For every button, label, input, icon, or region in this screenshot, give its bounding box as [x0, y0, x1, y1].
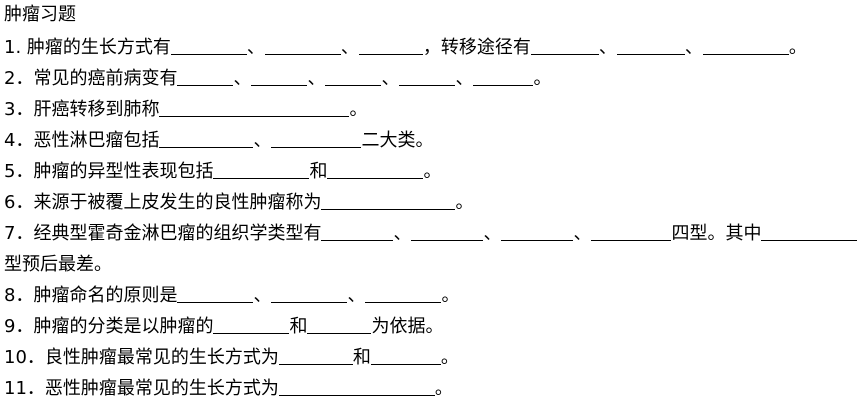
- q1-sep-3: 、: [598, 37, 617, 58]
- q2-blank-2[interactable]: [251, 67, 308, 86]
- question-1: 1. 肿瘤的生长方式有 、 、 ，转移途径有 、 、 。: [4, 32, 860, 63]
- worksheet-title: 肿瘤习题: [4, 4, 76, 25]
- question-2: 2．常见的癌前病变有 、 、 、 、 。: [4, 63, 860, 94]
- q8-blank-3[interactable]: [365, 284, 442, 303]
- q9-end: 为依据。: [371, 316, 444, 337]
- q10-and: 和: [352, 347, 371, 368]
- q4-end: 二大类。: [361, 130, 434, 151]
- q1-blank-3[interactable]: [358, 36, 423, 55]
- q7-blank-2[interactable]: [411, 222, 484, 241]
- q7-blank-5[interactable]: [761, 222, 858, 241]
- q11-text: 11．恶性肿瘤最常见的生长方式为: [4, 378, 279, 399]
- q1-blank-4[interactable]: [530, 36, 599, 55]
- q4-text: 4．恶性淋巴瘤包括: [4, 130, 160, 151]
- q5-blank-2[interactable]: [327, 160, 424, 179]
- question-7: 7．经典型霍奇金淋巴瘤的组织学类型有 、 、 、 四型。其中型预后最差。: [4, 218, 860, 280]
- q11-end: 。: [434, 378, 453, 399]
- q5-text: 5．肿瘤的异型性表现包括: [4, 161, 214, 182]
- q6-end: 。: [455, 192, 474, 213]
- question-4: 4．恶性淋巴瘤包括 、 二大类。: [4, 125, 860, 156]
- q7-sep-3: 、: [573, 223, 592, 244]
- question-6: 6．来源于被覆上皮发生的良性肿瘤称为 。: [4, 187, 860, 218]
- q1-blank-2[interactable]: [264, 36, 341, 55]
- q2-end: 。: [533, 68, 552, 89]
- q1-text: 1. 肿瘤的生长方式有: [4, 37, 171, 58]
- q2-sep-1: 、: [233, 68, 252, 89]
- q7-blank-3[interactable]: [501, 222, 574, 241]
- question-3: 3．肝癌转移到肺称 。: [4, 94, 860, 125]
- q7-end: 型预后最差。: [4, 254, 112, 275]
- q8-sep-1: 、: [253, 285, 272, 306]
- question-11: 11．恶性肿瘤最常见的生长方式为 。: [4, 373, 860, 404]
- q2-blank-4[interactable]: [399, 67, 456, 86]
- q1-blank-1[interactable]: [170, 36, 247, 55]
- q2-blank-5[interactable]: [473, 67, 534, 86]
- q7-text-2: 四型。其中: [671, 223, 762, 244]
- q8-blank-2[interactable]: [271, 284, 348, 303]
- q7-blank-4[interactable]: [591, 222, 672, 241]
- q9-blank-1[interactable]: [213, 315, 290, 334]
- question-10: 10．良性肿瘤最常见的生长方式为 和 。: [4, 342, 860, 373]
- q9-blank-2[interactable]: [307, 315, 372, 334]
- q6-text: 6．来源于被覆上皮发生的良性肿瘤称为: [4, 192, 322, 213]
- q9-and: 和: [289, 316, 308, 337]
- q1-sep-2: 、: [340, 37, 359, 58]
- q8-blank-1[interactable]: [177, 284, 254, 303]
- q8-end: 。: [441, 285, 460, 306]
- question-5: 5．肿瘤的异型性表现包括 和 。: [4, 156, 860, 187]
- q7-sep-2: 、: [483, 223, 502, 244]
- q1-text-2: ，转移途径有: [422, 37, 531, 58]
- q5-and: 和: [309, 161, 328, 182]
- q10-end: 。: [440, 347, 459, 368]
- q9-text: 9．肿瘤的分类是以肿瘤的: [4, 316, 214, 337]
- q1-sep-1: 、: [246, 37, 265, 58]
- q5-blank-1[interactable]: [213, 160, 310, 179]
- q8-sep-2: 、: [347, 285, 366, 306]
- q2-blank-1[interactable]: [177, 67, 234, 86]
- q1-blank-5[interactable]: [616, 36, 685, 55]
- q1-blank-6[interactable]: [702, 36, 789, 55]
- q2-blank-3[interactable]: [325, 67, 382, 86]
- q10-blank-2[interactable]: [370, 346, 441, 365]
- q2-sep-2: 、: [307, 68, 326, 89]
- q10-blank-1[interactable]: [278, 346, 353, 365]
- q5-end: 。: [423, 161, 442, 182]
- q6-blank-1[interactable]: [321, 191, 456, 210]
- q3-blank-1[interactable]: [159, 98, 350, 117]
- q3-end: 。: [349, 99, 368, 120]
- question-9: 9．肿瘤的分类是以肿瘤的 和 为依据。: [4, 311, 860, 342]
- q4-blank-2[interactable]: [271, 129, 362, 148]
- q1-sep-4: 、: [684, 37, 703, 58]
- q2-sep-3: 、: [381, 68, 400, 89]
- q7-blank-1[interactable]: [321, 222, 394, 241]
- q7-sep-1: 、: [393, 223, 412, 244]
- q4-blank-1[interactable]: [159, 129, 254, 148]
- q1-end: 。: [788, 37, 807, 58]
- q2-sep-4: 、: [455, 68, 474, 89]
- q8-text: 8．肿瘤命名的原则是: [4, 285, 178, 306]
- q7-text: 7．经典型霍奇金淋巴瘤的组织学类型有: [4, 223, 322, 244]
- q10-text: 10．良性肿瘤最常见的生长方式为: [4, 347, 279, 368]
- q3-text: 3．肝癌转移到肺称: [4, 99, 160, 120]
- q11-blank-1[interactable]: [278, 377, 435, 396]
- q4-sep-1: 、: [253, 130, 272, 151]
- question-8: 8．肿瘤命名的原则是 、 、 。: [4, 280, 860, 311]
- q2-text: 2．常见的癌前病变有: [4, 68, 178, 89]
